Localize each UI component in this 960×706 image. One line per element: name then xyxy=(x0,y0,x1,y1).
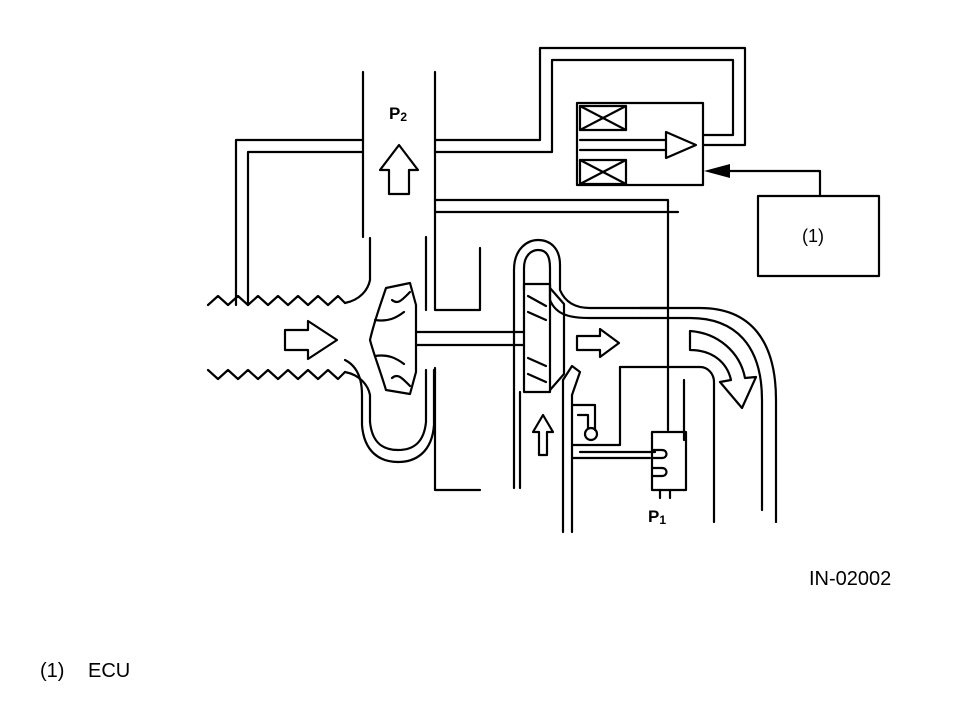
inlet-flow-arrow xyxy=(283,319,339,361)
boost-sensing-pipe xyxy=(234,138,365,307)
center-housing xyxy=(433,235,482,492)
exhaust-flow-arrow-small xyxy=(575,327,621,359)
control-pipe-lower xyxy=(433,198,680,432)
turbine-wheel xyxy=(522,282,566,394)
pressure-p2-label: P2 xyxy=(389,104,408,124)
exhaust-outlet-pipe xyxy=(618,306,778,524)
duty-solenoid-valve xyxy=(575,101,705,187)
compressor-wheel xyxy=(368,281,418,396)
turbine-housing xyxy=(512,238,670,490)
wastegate-actuator xyxy=(650,430,688,500)
turbo-shaft xyxy=(414,330,526,347)
boost-flow-arrow xyxy=(378,143,420,196)
control-pipe-upper xyxy=(433,46,747,154)
ecu-box-label: (1) xyxy=(802,226,824,246)
legend-item-number: (1) xyxy=(40,660,65,682)
compressor-inlet-hose xyxy=(206,294,347,381)
pressure-p1-label: P1 xyxy=(648,507,667,527)
legend-item-text: ECU xyxy=(88,660,131,682)
turbine-inlet-arrow xyxy=(531,413,555,457)
exhaust-flow-arrow-curved xyxy=(688,329,758,410)
ecu-box xyxy=(756,194,881,278)
turbine-inlet-pipe xyxy=(561,364,582,534)
wastegate-valve xyxy=(570,365,657,460)
figure-code: IN-02002 xyxy=(809,568,892,590)
compressor-housing xyxy=(343,235,436,464)
ecu-signal-line xyxy=(704,164,822,198)
legend-item: (1) ECU xyxy=(40,660,130,683)
compressor-outlet-duct xyxy=(361,70,437,239)
